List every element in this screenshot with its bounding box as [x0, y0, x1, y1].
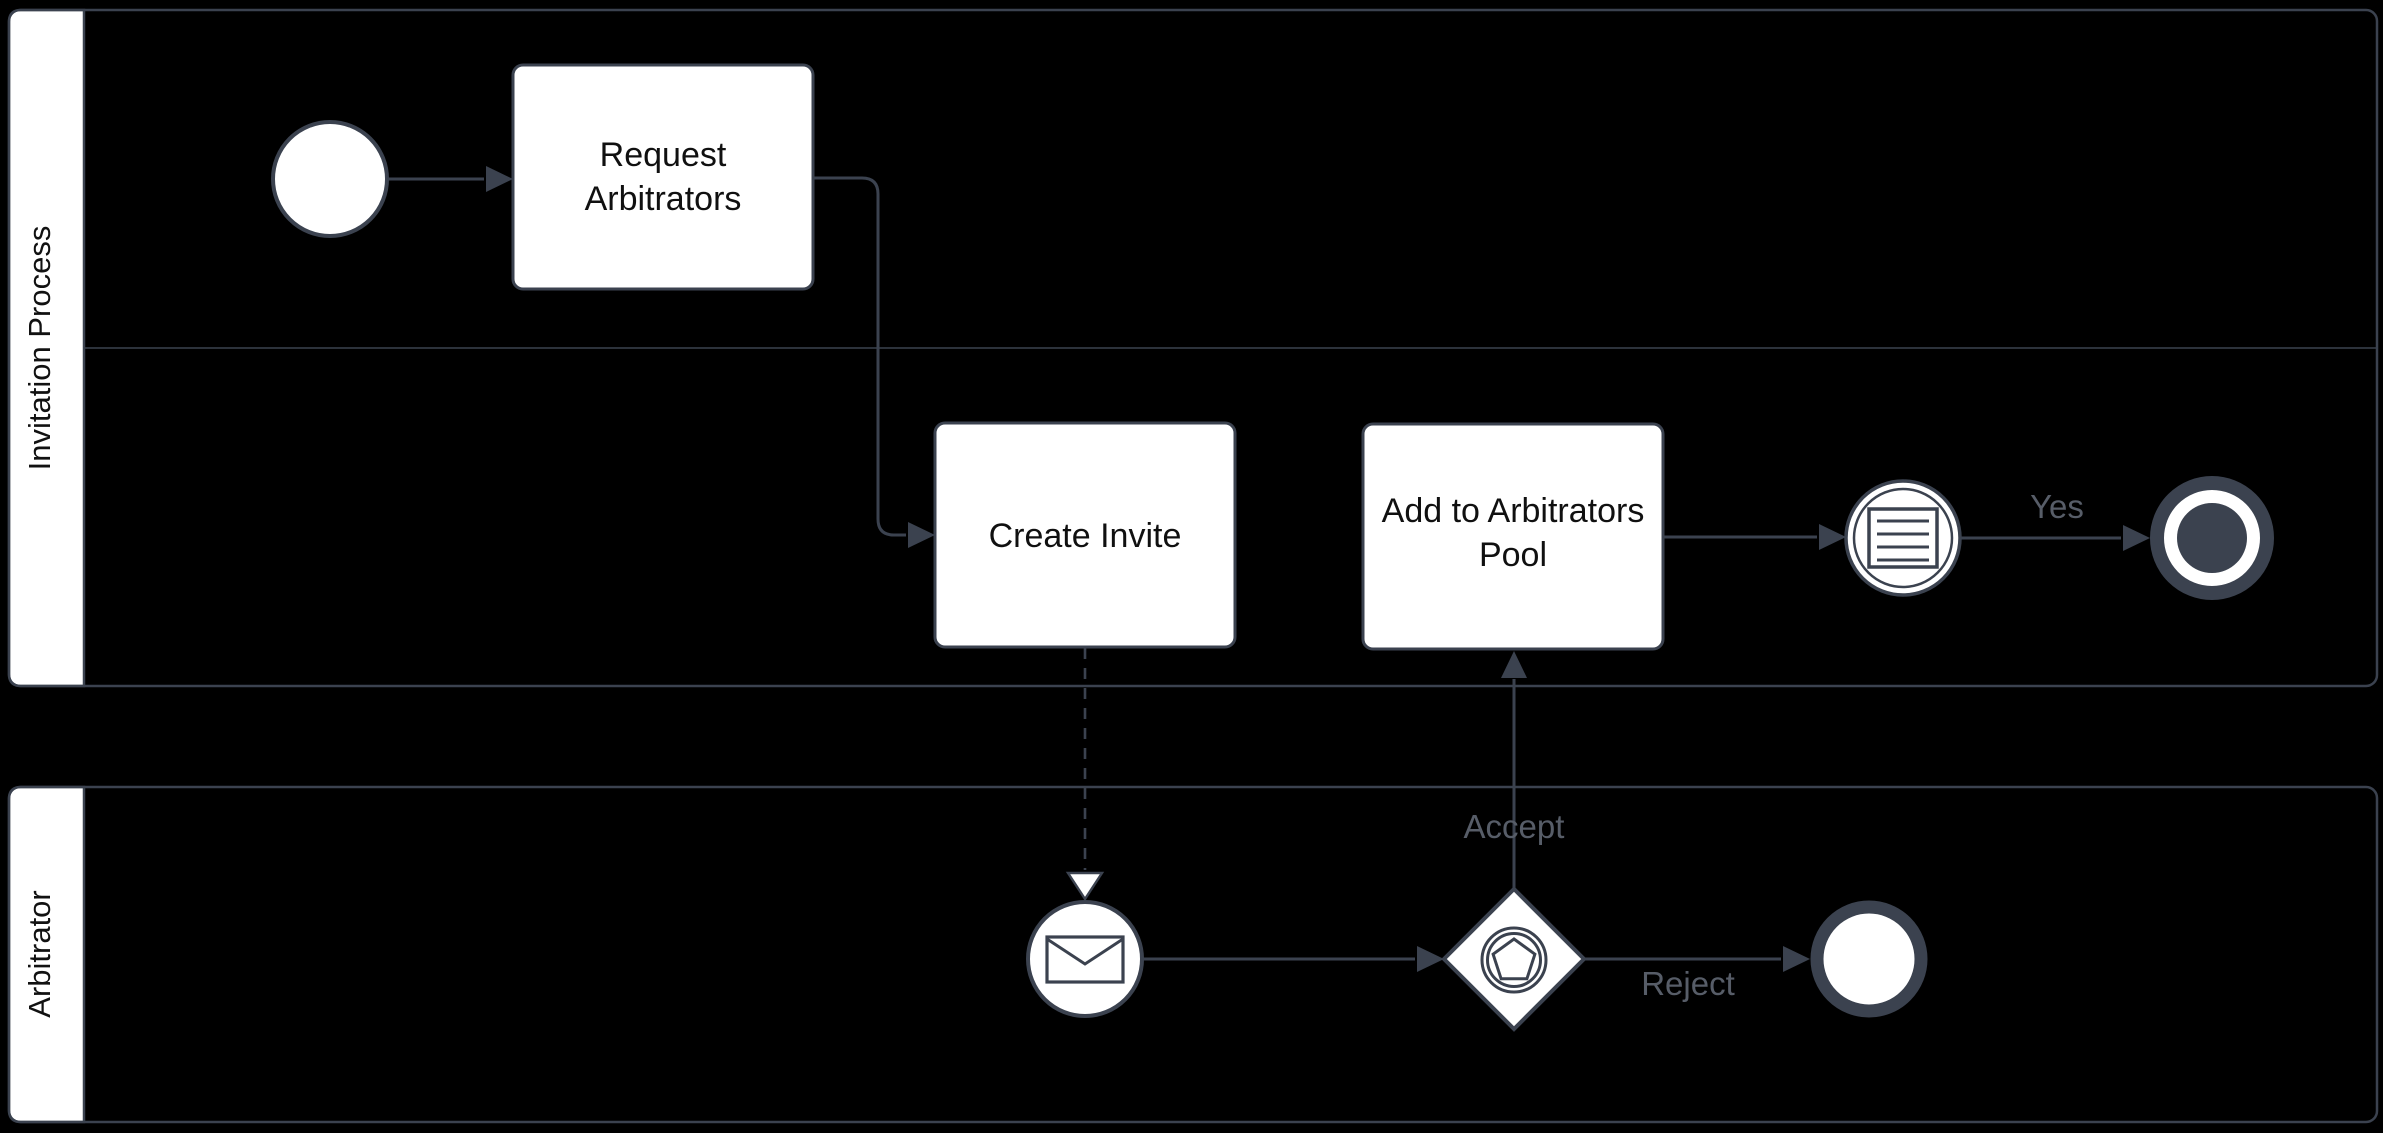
reject-flow-label: Reject	[1641, 965, 1735, 1002]
lined-document-icon	[1867, 507, 1939, 569]
arrowhead	[1501, 651, 1527, 678]
terminate-end-event[interactable]	[2150, 476, 2274, 600]
start-event[interactable]	[271, 120, 389, 238]
open-arrowhead	[1065, 871, 1105, 902]
message-catch-event[interactable]	[1026, 900, 1144, 1018]
task-create-invite[interactable]: Create Invite	[933, 421, 1237, 649]
sequence-flow-request-to-create-invite[interactable]	[813, 176, 935, 548]
task-add-to-arbitrators-pool-label-line2: Pool	[1479, 536, 1547, 574]
arrowhead	[486, 166, 513, 192]
message-flow-create-invite-to-message-event[interactable]	[1065, 648, 1105, 902]
arrowhead	[908, 522, 935, 548]
pentagon-in-double-circle-icon	[1480, 926, 1548, 994]
task-request-arbitrators[interactable]: Request Arbitrators	[511, 63, 815, 291]
envelope-icon	[1045, 935, 1125, 984]
pool-invitation-process-label: Invitation Process	[22, 226, 57, 471]
arrowhead	[1417, 946, 1444, 972]
arrowhead	[2123, 525, 2150, 551]
task-request-arbitrators-label-line2: Arbitrators	[585, 180, 742, 218]
sequence-flow-message-to-gateway[interactable]	[1142, 946, 1444, 972]
yes-flow-label: Yes	[2030, 488, 2084, 525]
document-intermediate-event[interactable]	[1844, 479, 1962, 597]
sequence-flow-accept[interactable]: Accept	[1464, 651, 1565, 889]
pool-invitation-process[interactable]: Invitation Process	[7, 8, 2379, 688]
sequence-flow-add-to-document-event[interactable]	[1663, 524, 1846, 550]
end-event[interactable]	[1810, 900, 1928, 1018]
task-request-arbitrators-label-line1: Request	[600, 136, 727, 174]
sequence-flow-reject[interactable]: Reject	[1584, 946, 1810, 1002]
sequence-flow-start-to-request[interactable]	[387, 166, 513, 192]
arrowhead	[1783, 946, 1810, 972]
sequence-flow-yes[interactable]: Yes	[1960, 488, 2150, 551]
pool-arbitrator[interactable]: Arbitrator	[7, 785, 2379, 1124]
task-create-invite-label: Create Invite	[989, 517, 1182, 555]
task-add-to-arbitrators-pool-label-line1: Add to Arbitrators	[1382, 492, 1645, 530]
filled-circle-icon	[2177, 503, 2247, 573]
pool-arbitrator-border	[7, 785, 2379, 1124]
event-based-gateway[interactable]	[1441, 886, 1587, 1032]
task-add-to-arbitrators-pool[interactable]: Add to Arbitrators Pool	[1361, 422, 1665, 651]
arrowhead	[1819, 524, 1846, 550]
accept-flow-label: Accept	[1464, 808, 1565, 845]
pool-arbitrator-label: Arbitrator	[22, 890, 57, 1017]
